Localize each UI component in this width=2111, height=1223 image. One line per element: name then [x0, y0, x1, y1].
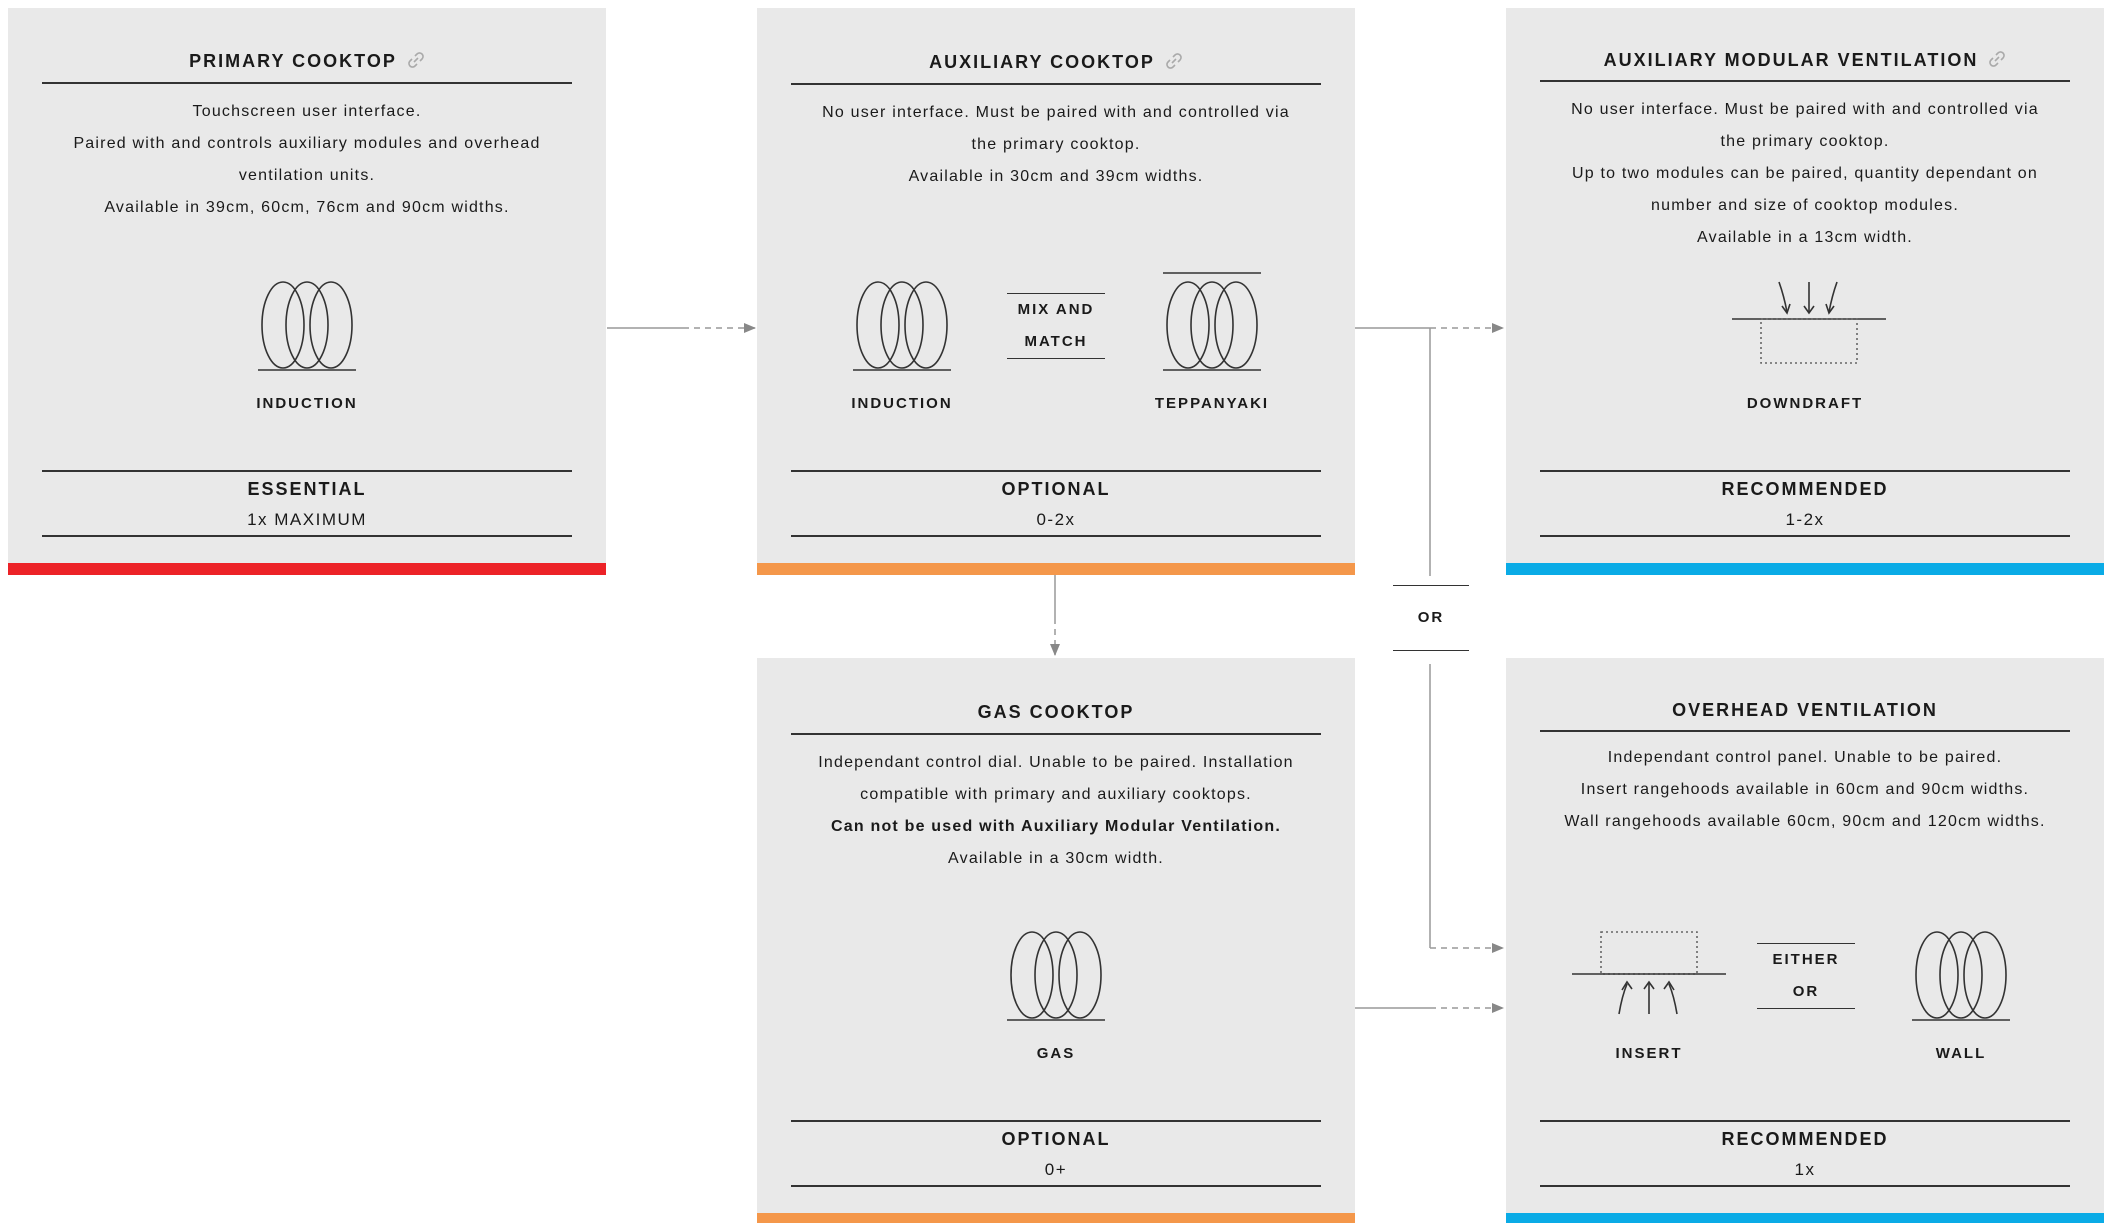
- title-divider: [791, 83, 1321, 85]
- status-label: OPTIONAL: [1001, 479, 1111, 499]
- icon-label-wall: WALL: [1935, 1045, 1987, 1062]
- status-divider-bottom: [1540, 535, 2070, 537]
- card-title: AUXILIARY MODULAR VENTILATION: [1506, 50, 2104, 71]
- card-description: No user interface. Must be paired with a…: [822, 104, 1290, 185]
- card-description: Independant control panel. Unable to be …: [1564, 749, 2046, 830]
- status-label: RECOMMENDED: [1721, 1129, 1889, 1149]
- coil-icon: [853, 281, 951, 371]
- warning-line: Can not be used with Auxiliary Modular V…: [831, 818, 1281, 835]
- card-description: Touchscreen user interface. Paired with …: [73, 103, 541, 216]
- quantity-label: 0-2x: [1036, 510, 1076, 529]
- recommended-color-bar: [1506, 563, 2104, 575]
- recommended-color-bar: [1506, 1213, 2104, 1223]
- status-label: ESSENTIAL: [247, 479, 367, 499]
- link-icon[interactable]: [1988, 50, 2006, 68]
- optional-color-bar: [757, 563, 1355, 575]
- essential-color-bar: [8, 563, 606, 575]
- modular-ventilation-card: AUXILIARY MODULAR VENTILATION No user in…: [1506, 8, 2104, 575]
- status-divider-top: [42, 470, 572, 472]
- auxiliary-cooktop-card: AUXILIARY COOKTOP No user interface. Mus…: [757, 8, 1355, 575]
- status-label: RECOMMENDED: [1721, 479, 1889, 499]
- card-title: PRIMARY COOKTOP: [8, 51, 606, 72]
- title-divider: [791, 733, 1321, 735]
- card-title: OVERHEAD VENTILATION: [1672, 700, 1938, 720]
- icon-label: INDUCTION: [256, 395, 358, 412]
- status-divider-top: [1540, 470, 2070, 472]
- mix-and-match-label: MIX AND MATCH: [1007, 293, 1105, 359]
- status-divider-top: [791, 1120, 1321, 1122]
- status-divider-top: [1540, 1120, 2070, 1122]
- title-divider: [1540, 730, 2070, 732]
- or-connector-label: OR: [1393, 585, 1469, 651]
- status-divider-bottom: [791, 535, 1321, 537]
- title-divider: [42, 82, 572, 84]
- either-or-label: EITHER OR: [1757, 943, 1855, 1009]
- quantity-label: 1x: [1794, 1160, 1816, 1179]
- wall-hood-icon: [1912, 931, 2010, 1021]
- card-description: Independant control dial. Unable to be p…: [777, 747, 1335, 875]
- coil-icon: [1007, 931, 1105, 1021]
- link-icon[interactable]: [407, 51, 425, 69]
- icon-label: DOWNDRAFT: [1746, 395, 1864, 412]
- link-icon[interactable]: [1165, 52, 1183, 70]
- status-divider-bottom: [791, 1185, 1321, 1187]
- icon-label-insert: INSERT: [1615, 1045, 1683, 1062]
- quantity-label: 1x MAXIMUM: [247, 510, 367, 529]
- status-divider-bottom: [42, 535, 572, 537]
- gas-cooktop-card: GAS COOKTOP Independant control dial. Un…: [757, 658, 1355, 1223]
- downdraft-icon: [1732, 281, 1886, 364]
- overhead-ventilation-card: OVERHEAD VENTILATION Independant control…: [1506, 658, 2104, 1223]
- teppanyaki-icon: [1163, 272, 1261, 371]
- optional-color-bar: [757, 1213, 1355, 1223]
- insert-hood-icon: [1572, 931, 1726, 1015]
- status-label: OPTIONAL: [1001, 1129, 1111, 1149]
- primary-cooktop-card: PRIMARY COOKTOP Touchscreen user interfa…: [8, 8, 606, 575]
- icon-label-teppanyaki: TEPPANYAKI: [1154, 395, 1270, 412]
- status-divider-top: [791, 470, 1321, 472]
- title-divider: [1540, 80, 2070, 82]
- quantity-label: 1-2x: [1785, 510, 1825, 529]
- card-title: GAS COOKTOP: [977, 702, 1135, 722]
- card-description: No user interface. Must be paired with a…: [1571, 101, 2039, 246]
- quantity-label: 0+: [1044, 1160, 1068, 1179]
- status-divider-bottom: [1540, 1185, 2070, 1187]
- icon-label-induction: INDUCTION: [851, 395, 953, 412]
- coil-icon: [258, 281, 356, 371]
- card-title: AUXILIARY COOKTOP: [757, 52, 1355, 73]
- icon-label: GAS: [1036, 1045, 1076, 1062]
